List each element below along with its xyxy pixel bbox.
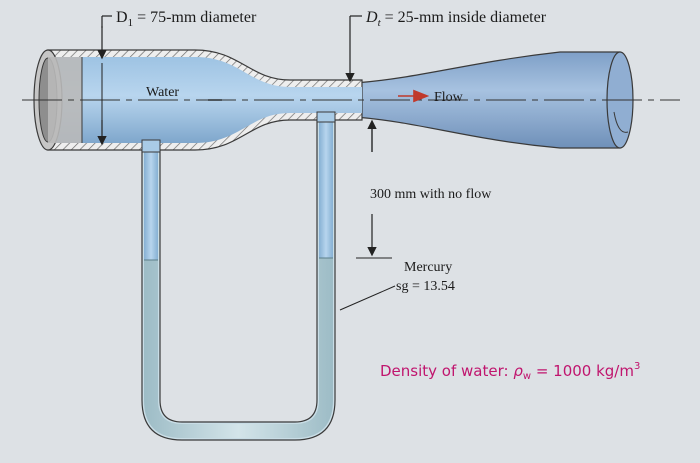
flow-label: Flow xyxy=(434,90,464,105)
d1-dimension xyxy=(97,15,112,146)
upstream-pressure-tap xyxy=(141,139,161,153)
venturi-pipe xyxy=(22,49,680,153)
water-label: Water xyxy=(146,85,179,100)
height-dimension xyxy=(356,119,392,259)
dt-dimension xyxy=(345,15,362,83)
mercury-column xyxy=(144,258,333,438)
mercury-leader-line xyxy=(339,285,396,311)
mercury-label: Mercury xyxy=(404,260,452,275)
specific-gravity-label: sg = 13.54 xyxy=(396,279,455,294)
left-water-column xyxy=(144,142,158,260)
d1-label: D1 = 75-mm diameter xyxy=(116,9,257,29)
water-density-label: Density of water: ρw = 1000 kg/m3 xyxy=(380,361,640,382)
downstream-pipe-end-inner xyxy=(613,111,629,133)
u-tube-wall xyxy=(141,117,336,441)
right-water-column xyxy=(319,118,333,258)
dt-label: Dt = 25-mm inside diameter xyxy=(365,9,547,29)
no-flow-height-label: 300 mm with no flow xyxy=(370,187,492,202)
u-tube-manometer xyxy=(141,117,336,441)
throat-pressure-tap xyxy=(316,111,336,123)
